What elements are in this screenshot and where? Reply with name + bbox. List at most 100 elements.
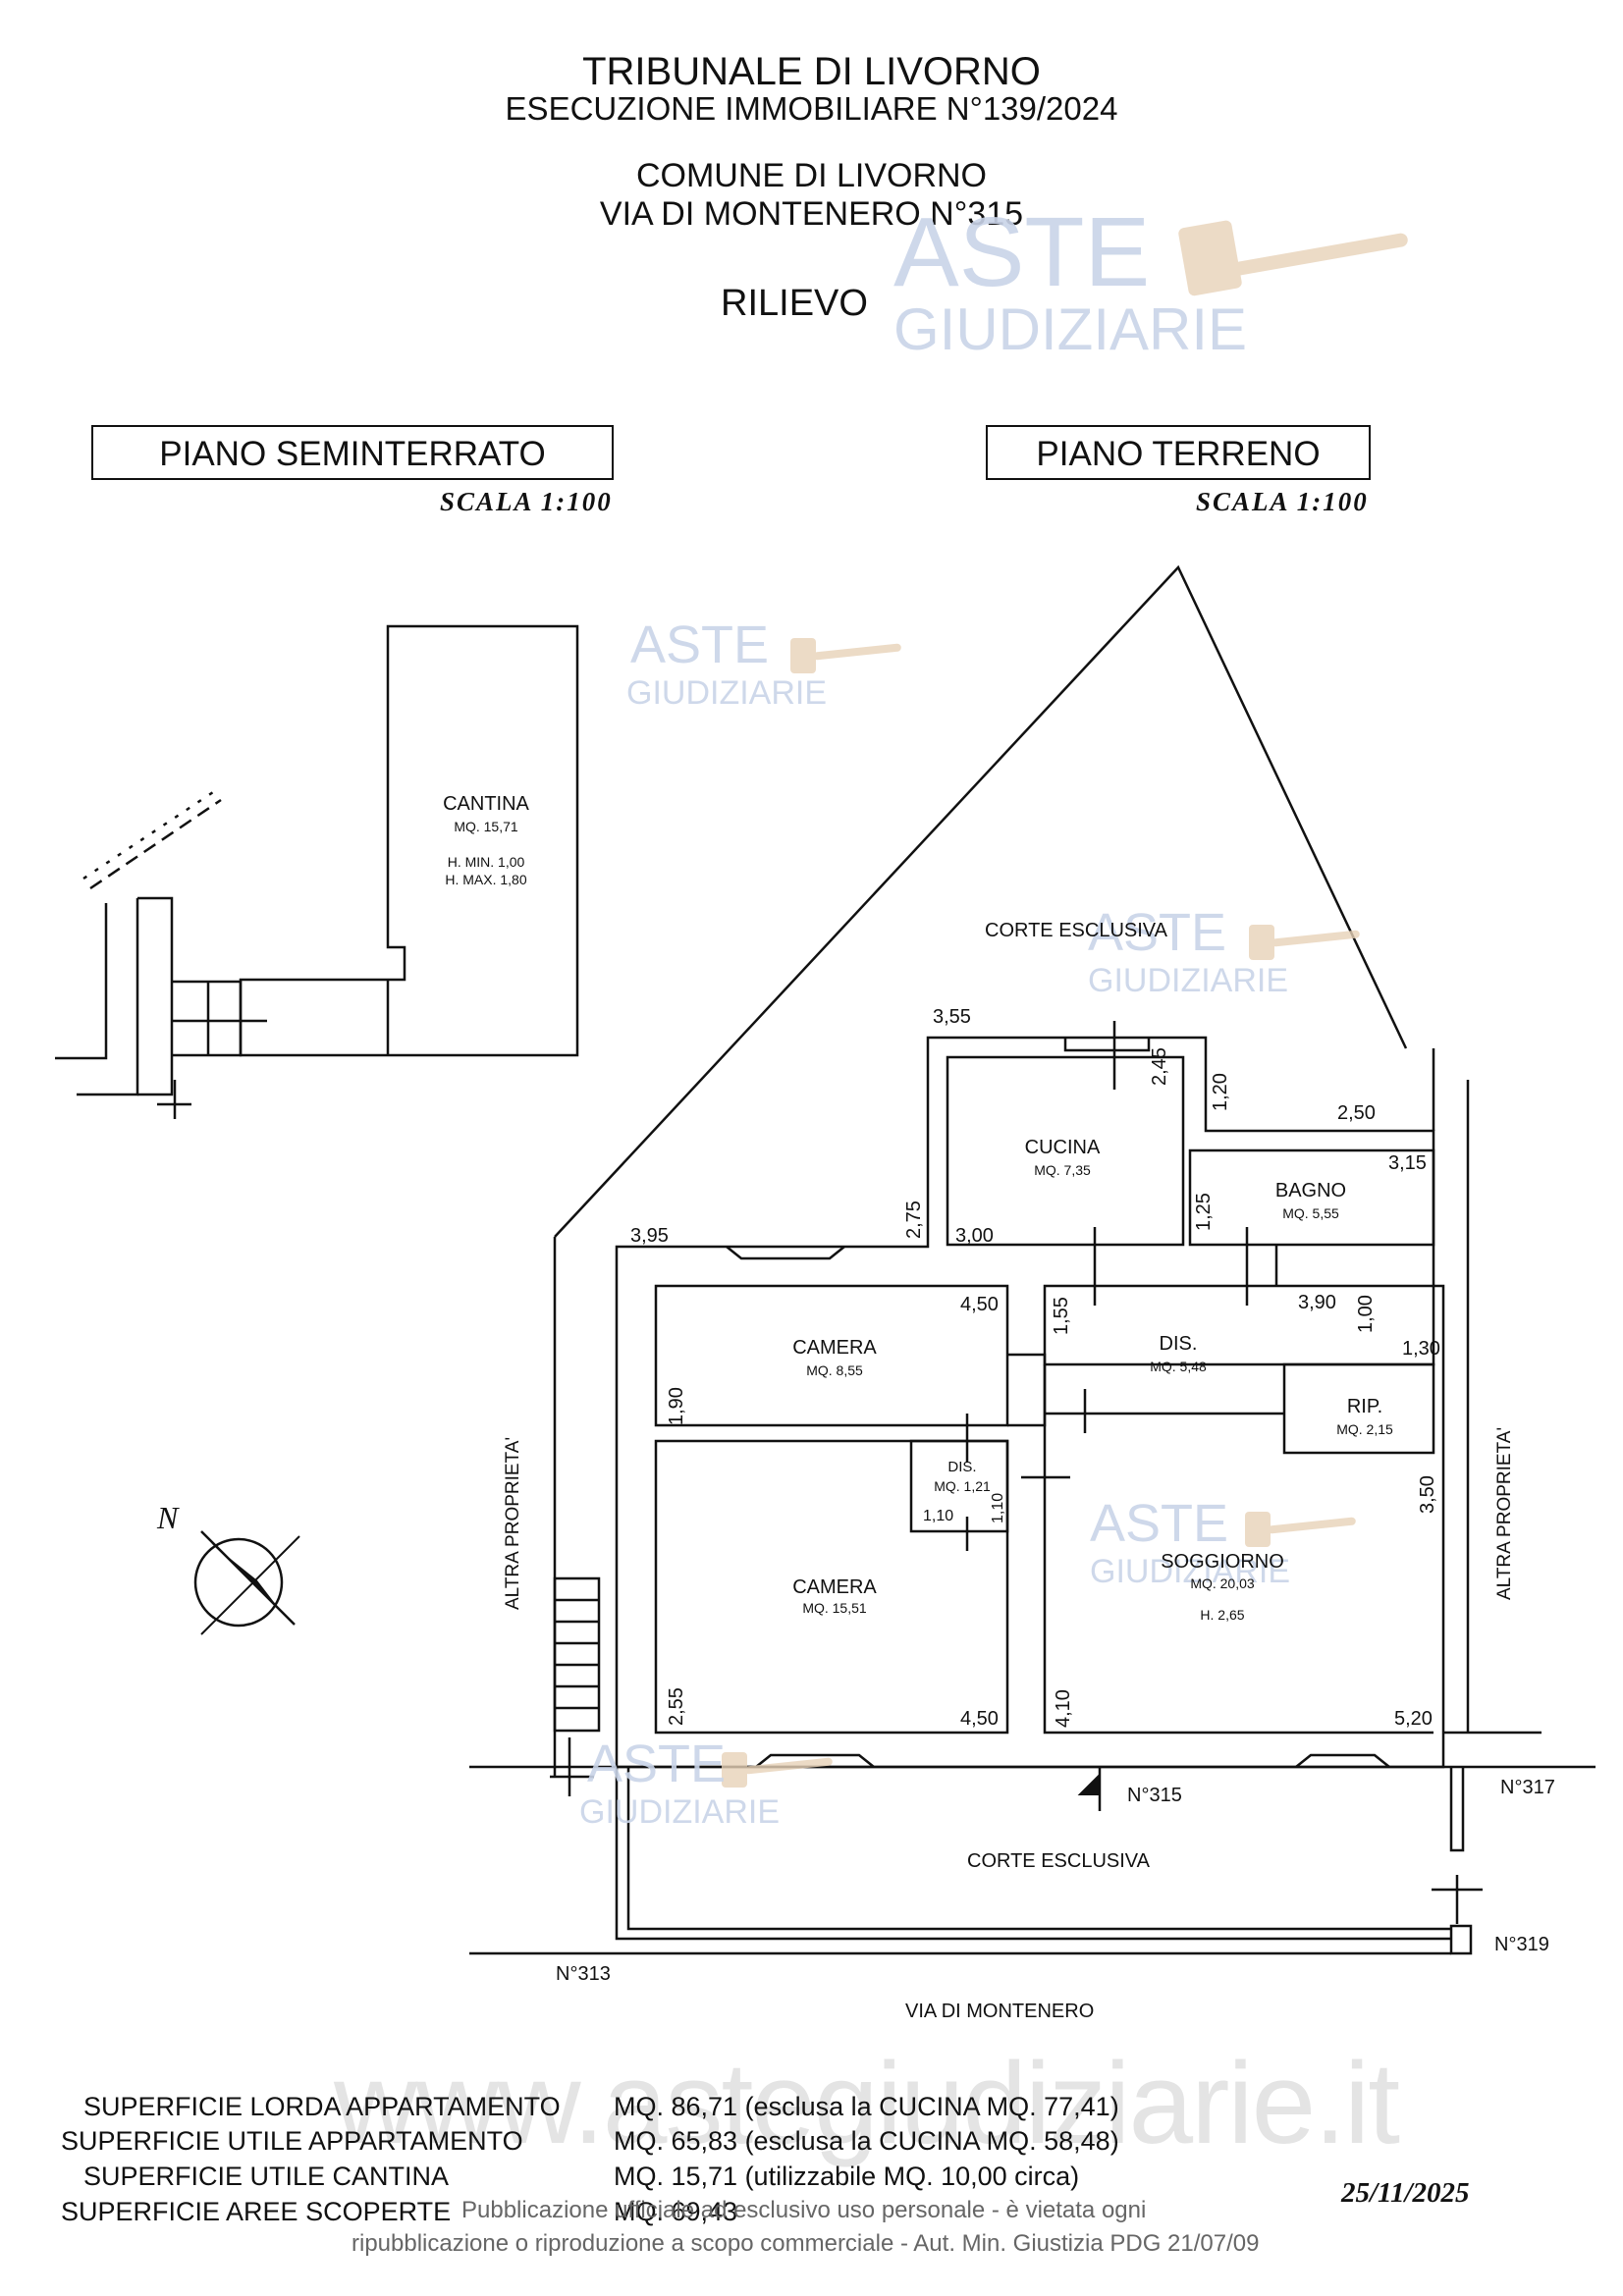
dis-small-wall xyxy=(909,1439,1009,1533)
dim-label: 3,00 xyxy=(955,1225,994,1247)
dim-label: 1,20 xyxy=(1210,1073,1231,1111)
summary-label: SUPERFICIE UTILE APPARTAMENTO xyxy=(61,2126,523,2156)
corte-boundary xyxy=(554,564,1408,1238)
cantina-hmin: H. MIN. 1,00 xyxy=(447,854,525,870)
ground-floor-title: PIANO TERRENO xyxy=(986,425,1371,480)
dim-label: 1,30 xyxy=(1402,1338,1440,1360)
dim-label: 1,10 xyxy=(923,1508,954,1524)
execution-number: ESECUZIONE IMMOBILIARE N°139/2024 xyxy=(505,90,1118,127)
dim-label: 1,25 xyxy=(1193,1193,1215,1231)
watermark-aste-2: ASTE xyxy=(1088,903,1227,962)
dim-label: 3,50 xyxy=(1417,1475,1438,1514)
basement-left-wall xyxy=(55,903,108,1060)
north-compass-icon xyxy=(193,1530,300,1635)
cucina-wall xyxy=(946,1055,1185,1247)
watermark-site: www.astegiudiziarie.it xyxy=(334,2039,1400,2168)
camera-door-jamb xyxy=(1007,1353,1047,1427)
window-camera-top xyxy=(726,1246,845,1260)
camera-small-label: CAMERA xyxy=(792,1337,877,1359)
cucina-label: CUCINA xyxy=(1024,1137,1101,1158)
summary-value: MQ. 86,71 (esclusa la CUCINA MQ. 77,41) xyxy=(614,2092,1119,2121)
corte-top-label: CORTE ESCLUSIVA xyxy=(985,920,1167,941)
watermark-giudiziarie-top: GIUDIZIARIE xyxy=(893,296,1248,362)
dim-label: 1,55 xyxy=(1051,1297,1072,1335)
basement-scale: SCALA 1:100 xyxy=(440,487,613,516)
watermark-aste-1: ASTE xyxy=(630,615,770,674)
rip-label: RIP. xyxy=(1346,1396,1383,1417)
summary-value: MQ. 65,83 (esclusa la CUCINA MQ. 58,48) xyxy=(614,2126,1119,2156)
court-title: TRIBUNALE DI LIVORNO xyxy=(582,50,1041,93)
dis-small-label: DIS. xyxy=(947,1459,977,1475)
corte-bottom-outline xyxy=(615,1767,1451,1941)
dim-label: 2,55 xyxy=(666,1687,687,1726)
watermark-aste-4: ASTE xyxy=(587,1735,727,1793)
north-label: N xyxy=(157,1500,179,1535)
soggiorno-wall xyxy=(1043,1364,1434,1735)
camera-large-wall xyxy=(654,1439,1009,1735)
dim-label: 4,10 xyxy=(1053,1689,1074,1728)
summary-label: SUPERFICIE AREE SCOPERTE xyxy=(61,2197,452,2226)
summary-value: MQ. 15,71 (utilizzabile MQ. 10,00 circa) xyxy=(614,2162,1080,2191)
basement-stair-box xyxy=(137,896,174,1096)
altra-proprieta-right: ALTRA PROPRIETA' xyxy=(1494,1426,1515,1600)
address: VIA DI MONTENERO N°315 xyxy=(599,195,1024,233)
altra-proprieta-left: ALTRA PROPRIETA' xyxy=(503,1436,523,1610)
civic-319: N°319 xyxy=(1494,1934,1549,1955)
ground-floor-scale: SCALA 1:100 xyxy=(1196,487,1369,516)
basement-title: PIANO SEMINTERRATO xyxy=(91,425,614,480)
plan-lines xyxy=(55,564,1596,1955)
dim-label: 1,90 xyxy=(666,1387,687,1425)
camera-small-area: MQ. 8,55 xyxy=(806,1362,863,1378)
camera-large-label: CAMERA xyxy=(792,1576,877,1598)
bagno-wall xyxy=(1188,1148,1435,1247)
soggiorno-label: SOGGIORNO xyxy=(1161,1551,1284,1573)
municipality: COMUNE DI LIVORNO xyxy=(635,157,988,194)
basement-corridor xyxy=(172,980,243,1057)
cantina-hmax: H. MAX. 1,80 xyxy=(445,872,527,887)
watermark-giudiziarie-2: GIUDIZIARIE xyxy=(1088,962,1289,999)
bagno-area: MQ. 5,55 xyxy=(1282,1205,1339,1221)
summary-value: MQ. 69,43 xyxy=(614,2197,738,2226)
dis-label: DIS. xyxy=(1159,1333,1198,1355)
window-camera-bottom xyxy=(755,1753,875,1768)
civic-313: N°313 xyxy=(556,1963,611,1985)
document-date: 25/11/2025 xyxy=(1341,2177,1470,2209)
watermark-giudiziarie-1: GIUDIZIARIE xyxy=(626,674,828,712)
dis-area: MQ. 5,48 xyxy=(1150,1359,1207,1374)
dis-small-area: MQ. 1,21 xyxy=(934,1478,991,1494)
dim-label: 3,90 xyxy=(1298,1292,1336,1313)
cucina-area: MQ. 7,35 xyxy=(1034,1162,1091,1178)
legal-notice-line2: ripubblicazione o riproduzione a scopo c… xyxy=(352,2230,1260,2257)
watermark-aste-top: ASTE xyxy=(893,197,1151,307)
dim-label: 2,45 xyxy=(1149,1047,1170,1086)
dim-label: 2,50 xyxy=(1337,1102,1376,1124)
basement-hatch-line-2 xyxy=(82,788,217,881)
rip-area: MQ. 2,15 xyxy=(1336,1421,1393,1437)
dim-label: 1,00 xyxy=(1355,1295,1377,1333)
dim-label: 4,50 xyxy=(960,1294,999,1315)
survey-title: RILIEVO xyxy=(721,283,868,324)
civic-315: N°315 xyxy=(1127,1785,1182,1806)
camera-large-area: MQ. 15,51 xyxy=(802,1600,867,1616)
civic-317: N°317 xyxy=(1500,1777,1555,1798)
watermark-giudiziarie-4: GIUDIZIARIE xyxy=(579,1793,781,1831)
gate-post xyxy=(1449,1924,1473,1955)
dim-label: 3,15 xyxy=(1388,1152,1427,1174)
cantina-label: CANTINA xyxy=(443,793,529,815)
summary-label: SUPERFICIE LORDA APPARTAMENTO xyxy=(83,2092,561,2121)
gate-column xyxy=(1449,1767,1465,1852)
watermark-giudiziarie-3: GIUDIZIARIE xyxy=(1090,1553,1291,1590)
window-cucina xyxy=(1063,1038,1151,1052)
corte-bottom-label: CORTE ESCLUSIVA xyxy=(967,1850,1150,1872)
gavel-watermark-icons xyxy=(722,220,1408,1788)
dim-label: 1,10 xyxy=(990,1492,1006,1523)
basement-hatch-line xyxy=(89,798,222,890)
corte-bottom-outline-2 xyxy=(626,1767,1451,1931)
dim-label: 2,75 xyxy=(903,1201,925,1239)
dim-label: 3,55 xyxy=(933,1006,971,1028)
soggiorno-area: MQ. 20,03 xyxy=(1190,1575,1255,1591)
stair-outline xyxy=(553,1576,601,1733)
rip-wall xyxy=(1282,1362,1435,1455)
cantina-area: MQ. 15,71 xyxy=(454,819,518,834)
